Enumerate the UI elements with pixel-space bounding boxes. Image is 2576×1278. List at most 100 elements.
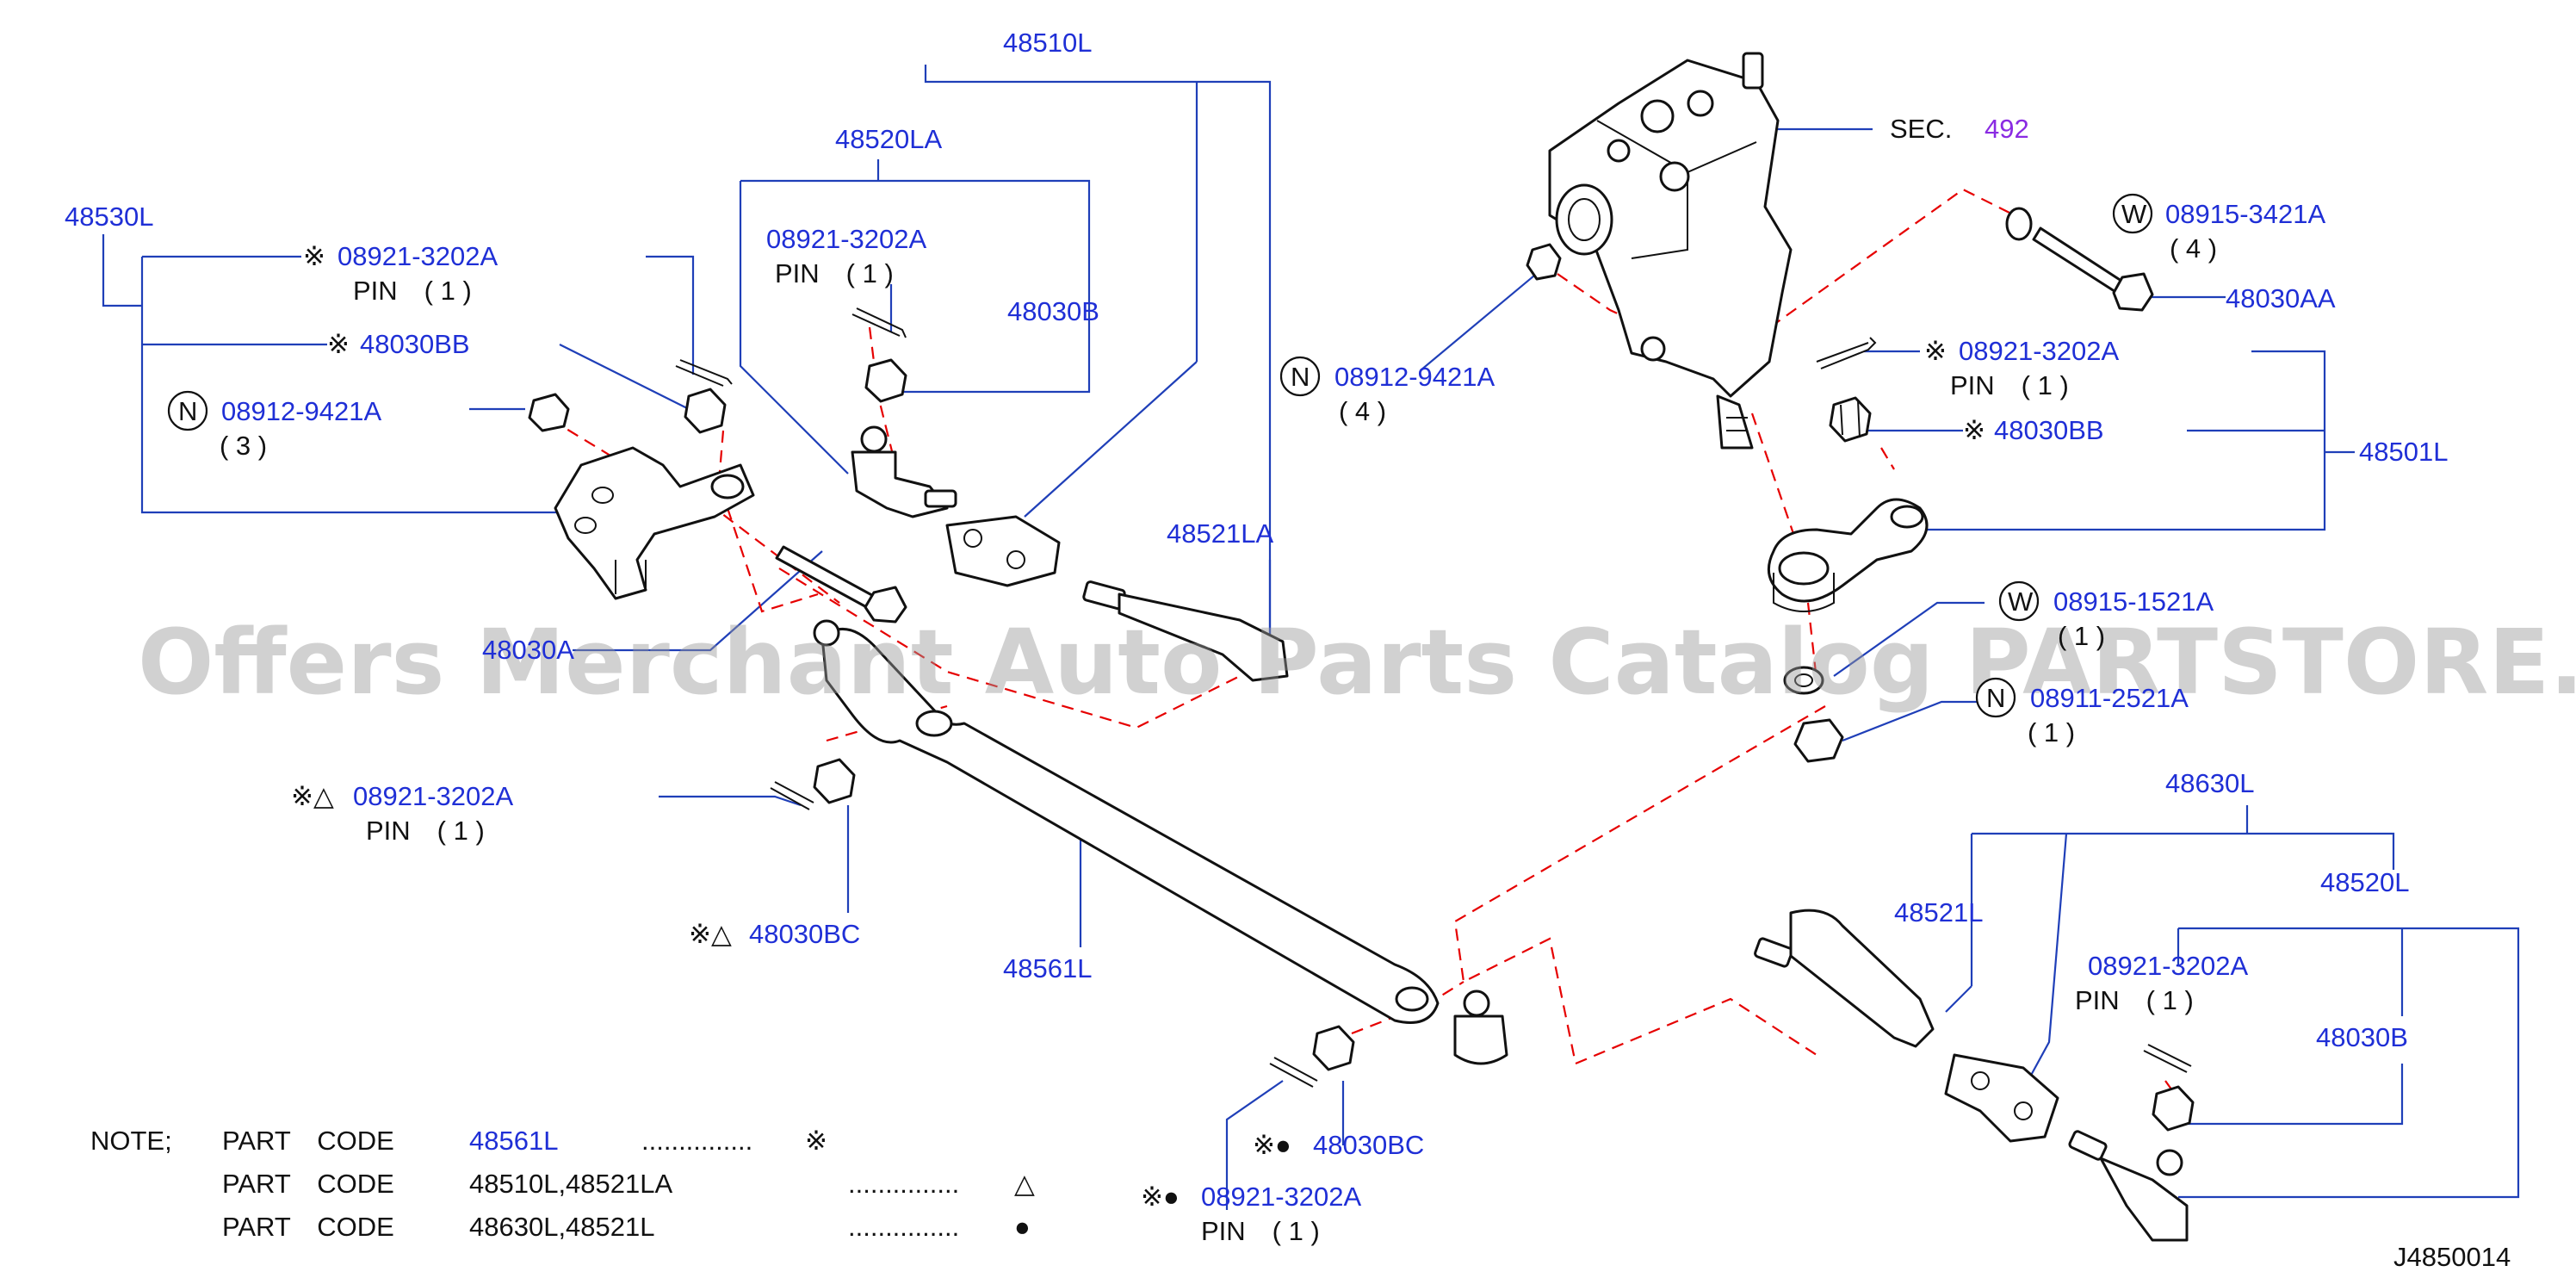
pin-qty-br: PIN ( 1 ) xyxy=(2075,985,2194,1015)
washer-08915-1521A xyxy=(1783,666,1824,695)
part-08911-2521A[interactable]: 08911-2521A xyxy=(2030,683,2189,713)
mark-tri-48030BC: ※△ xyxy=(689,919,732,949)
qty-3: ( 3 ) xyxy=(220,431,267,461)
cotter-pin-tri xyxy=(770,781,814,810)
cotter-pin-top xyxy=(851,307,907,338)
castle-nut-48030BC-tri xyxy=(813,758,856,804)
qty-4-right: ( 4 ) xyxy=(2170,233,2217,264)
note-row-1-code[interactable]: 48561L xyxy=(469,1126,558,1156)
part-08921-top[interactable]: 08921-3202A xyxy=(766,224,926,254)
note-row-3-mark: ● xyxy=(1014,1212,1031,1242)
idler-arm-48501L xyxy=(1767,498,1929,612)
part-08921-br[interactable]: 08921-3202A xyxy=(2088,951,2248,981)
washer-bolt-08915-48030AA xyxy=(2005,207,2154,312)
cotter-pin-right xyxy=(1816,337,1877,369)
mark-dot-48030BC: ※● xyxy=(1253,1130,1291,1160)
castle-nut-48030B-top xyxy=(864,358,907,403)
part-08915-3421A[interactable]: 08915-3421A xyxy=(2165,199,2325,229)
circle-N-left-icon xyxy=(167,390,208,431)
part-08912-mid[interactable]: 08912-9421A xyxy=(1334,362,1495,392)
qty-1-n: ( 1 ) xyxy=(2028,717,2075,748)
tie-rod-end-48521LA xyxy=(1082,580,1289,682)
bracket-48530L xyxy=(554,446,755,600)
circle-W-bottom-text: W xyxy=(2008,586,2034,617)
note-row-2-code: 48510L,48521LA xyxy=(469,1169,673,1199)
part-48030A[interactable]: 48030A xyxy=(482,635,574,665)
part-48030B-br[interactable]: 48030B xyxy=(2316,1022,2408,1052)
mark-08921-left: ※ xyxy=(303,241,325,271)
part-08915-1521A[interactable]: 08915-1521A xyxy=(2053,586,2214,617)
part-48030BB-right[interactable]: 48030BB xyxy=(1994,415,2104,445)
note-row-2-dots: ............... xyxy=(848,1169,959,1199)
castle-nut-48030BC-dot xyxy=(1312,1025,1355,1071)
part-48630L[interactable]: 48630L xyxy=(2165,768,2254,798)
circle-N-bottom-text: N xyxy=(1986,683,2005,713)
pin-qty-top: PIN ( 1 ) xyxy=(775,258,894,288)
note-row-1-dots: ............... xyxy=(641,1126,752,1156)
castle-nut-48030BB-right xyxy=(1829,396,1872,443)
diagram-code: J4850014 xyxy=(2393,1242,2511,1272)
mark-48030BB-right: ※ xyxy=(1963,415,1985,445)
parts-drawings xyxy=(528,52,2195,1242)
pin-qty-tri: PIN ( 1 ) xyxy=(366,816,485,846)
part-48520L[interactable]: 48520L xyxy=(2320,867,2409,897)
mark-dot-08921: ※● xyxy=(1141,1182,1180,1212)
cotter-pin-br xyxy=(2143,1044,2192,1073)
circle-W-top-text: W xyxy=(2121,199,2147,229)
part-48530L[interactable]: 48530L xyxy=(65,202,153,232)
part-08912-left[interactable]: 08912-9421A xyxy=(221,396,381,426)
part-48030BC-dot[interactable]: 48030BC xyxy=(1313,1130,1424,1160)
steering-gear-box xyxy=(1548,52,1793,450)
bolt-48030A xyxy=(775,545,907,623)
part-48501L[interactable]: 48501L xyxy=(2359,437,2448,467)
note-row-1-mark: ※ xyxy=(805,1126,827,1156)
sec-number-link[interactable]: 492 xyxy=(1985,114,2029,144)
circle-N-left-text: N xyxy=(178,396,197,426)
castle-nut-48030B-br xyxy=(2152,1085,2195,1132)
adjusting-sleeve-48630L xyxy=(1944,1053,2059,1143)
tie-rod-end-48521L xyxy=(1754,909,1935,1048)
adjusting-sleeve-48510L xyxy=(945,515,1061,587)
note-row-3-dots: ............... xyxy=(848,1212,959,1242)
mark-48030BB-left: ※ xyxy=(327,329,350,359)
nut-08912-left xyxy=(528,393,570,432)
cotter-pin-left xyxy=(675,359,733,387)
part-48030B-top[interactable]: 48030B xyxy=(1007,296,1099,326)
circle-N-mid-icon xyxy=(1279,356,1321,397)
watermark: Offers Merchant Auto Parts Catalog PARTS… xyxy=(138,610,2576,715)
part-48520LA[interactable]: 48520LA xyxy=(835,124,942,154)
qty-4-mid: ( 4 ) xyxy=(1339,396,1386,426)
part-48521LA[interactable]: 48521LA xyxy=(1167,518,1273,549)
note-block: NOTE; PART CODE 48561L ............... ※… xyxy=(90,1126,1035,1242)
part-48030AA[interactable]: 48030AA xyxy=(2226,283,2336,313)
pin-qty-right: PIN ( 1 ) xyxy=(1950,370,2069,400)
assembly-dashed-lines xyxy=(533,188,2188,1112)
part-48521L[interactable]: 48521L xyxy=(1894,897,1983,927)
part-48030BC-tri[interactable]: 48030BC xyxy=(749,919,860,949)
part-48030BB-left[interactable]: 48030BB xyxy=(360,329,470,359)
leader-lines xyxy=(102,65,2520,1210)
part-08921-dot[interactable]: 08921-3202A xyxy=(1201,1182,1361,1212)
note-row-2-label: PART CODE xyxy=(222,1169,394,1199)
part-08921-tri[interactable]: 08921-3202A xyxy=(353,781,513,811)
ball-joint-48520LA xyxy=(851,425,957,518)
part-labels: SEC. 492 48510L 48520LA 08921-3202A PIN … xyxy=(65,28,2511,1272)
note-row-1-label: PART CODE xyxy=(222,1126,394,1156)
nut-08912-mid xyxy=(1526,243,1562,281)
mark-08921-right: ※ xyxy=(1924,336,1947,366)
part-48561L[interactable]: 48561L xyxy=(1003,953,1092,983)
castle-nut-48030BB-left xyxy=(684,388,727,434)
part-08921-left[interactable]: 08921-3202A xyxy=(337,241,498,271)
part-08921-right[interactable]: 08921-3202A xyxy=(1959,336,2119,366)
part-48510L[interactable]: 48510L xyxy=(1003,28,1092,58)
qty-1-w: ( 1 ) xyxy=(2058,621,2105,651)
relay-rod-48561L xyxy=(813,619,1508,1065)
pin-qty-left: PIN ( 1 ) xyxy=(353,276,472,306)
nut-08911-2521A xyxy=(1793,718,1844,763)
cotter-pin-dot xyxy=(1269,1057,1318,1088)
note-row-2-mark: △ xyxy=(1014,1169,1035,1199)
note-row-3-label: PART CODE xyxy=(222,1212,394,1242)
sec-prefix: SEC. xyxy=(1890,114,1952,144)
pin-qty-dot: PIN ( 1 ) xyxy=(1201,1216,1320,1246)
mark-tri-08921: ※△ xyxy=(291,781,334,811)
